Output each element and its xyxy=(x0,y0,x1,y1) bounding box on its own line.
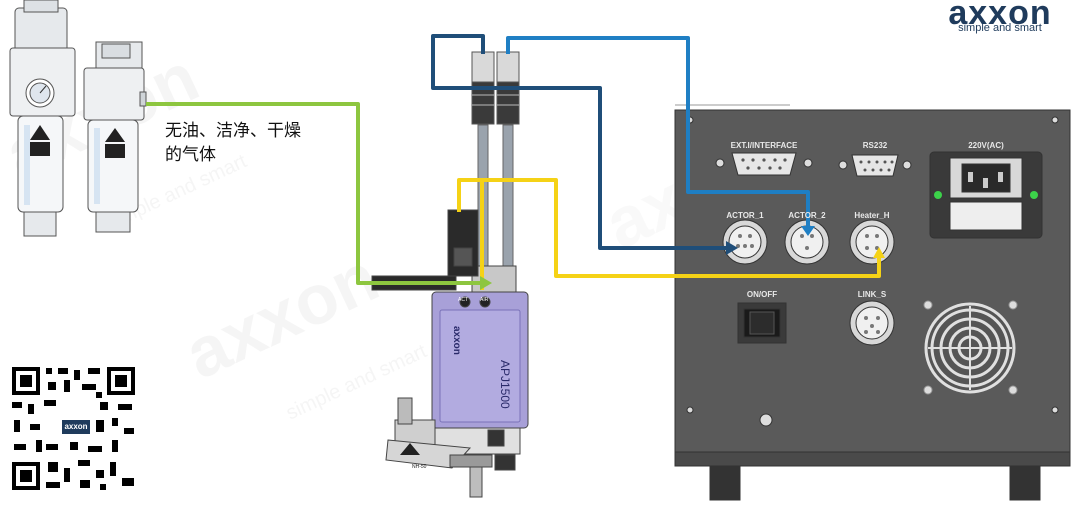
air-filter-regulator xyxy=(9,0,147,237)
jet-head-port-label-1: ACT xyxy=(458,297,468,303)
brand-tagline: simple and smart xyxy=(958,22,1042,34)
nozzle-label: NH-50 xyxy=(412,464,427,470)
air-supply-label: 无油、洁净、干燥 的气体 xyxy=(165,119,301,167)
jet-head xyxy=(371,209,529,498)
label-power: 220V(AC) xyxy=(968,141,1004,150)
fan-grille xyxy=(923,300,1018,395)
jet-head-logo: axxon xyxy=(451,326,462,355)
qr-brand-logo: axxon xyxy=(60,418,92,436)
label-actor-2: ACTOR_2 xyxy=(788,211,826,220)
label-on-off: ON/OFF xyxy=(746,290,778,299)
rs232-port xyxy=(838,154,912,177)
air-supply-label-line2: 的气体 xyxy=(165,145,216,165)
link-port xyxy=(849,300,895,346)
power-switch xyxy=(737,302,787,344)
ext-interface-port xyxy=(715,152,813,176)
actor-2-port xyxy=(784,219,830,265)
label-link: LINK_S xyxy=(857,290,887,299)
jet-head-model: APJ1500 xyxy=(498,360,512,409)
jet-head-port-label-2: AIR xyxy=(480,297,489,303)
label-rs232: RS232 xyxy=(862,141,888,150)
label-ext-interface: EXT.I/INTERFACE xyxy=(730,141,798,150)
cable-tubes xyxy=(471,51,520,271)
arrowheads xyxy=(480,226,885,290)
actor-1-line xyxy=(431,34,728,250)
label-actor-1: ACTOR_1 xyxy=(726,211,764,220)
actor-2-line xyxy=(506,36,810,228)
brand-logo: axxon xyxy=(948,0,1052,32)
label-heater: Heater_H xyxy=(854,211,890,220)
controller-box xyxy=(674,104,1071,501)
air-supply-label-line1: 无油、洁净、干燥 xyxy=(165,121,301,141)
air-supply-line xyxy=(146,102,480,285)
power-inlet xyxy=(929,151,1043,239)
heater-line xyxy=(457,178,881,290)
actor-1-port xyxy=(722,219,768,265)
cable-connector xyxy=(471,51,520,125)
heater-port xyxy=(849,219,895,265)
